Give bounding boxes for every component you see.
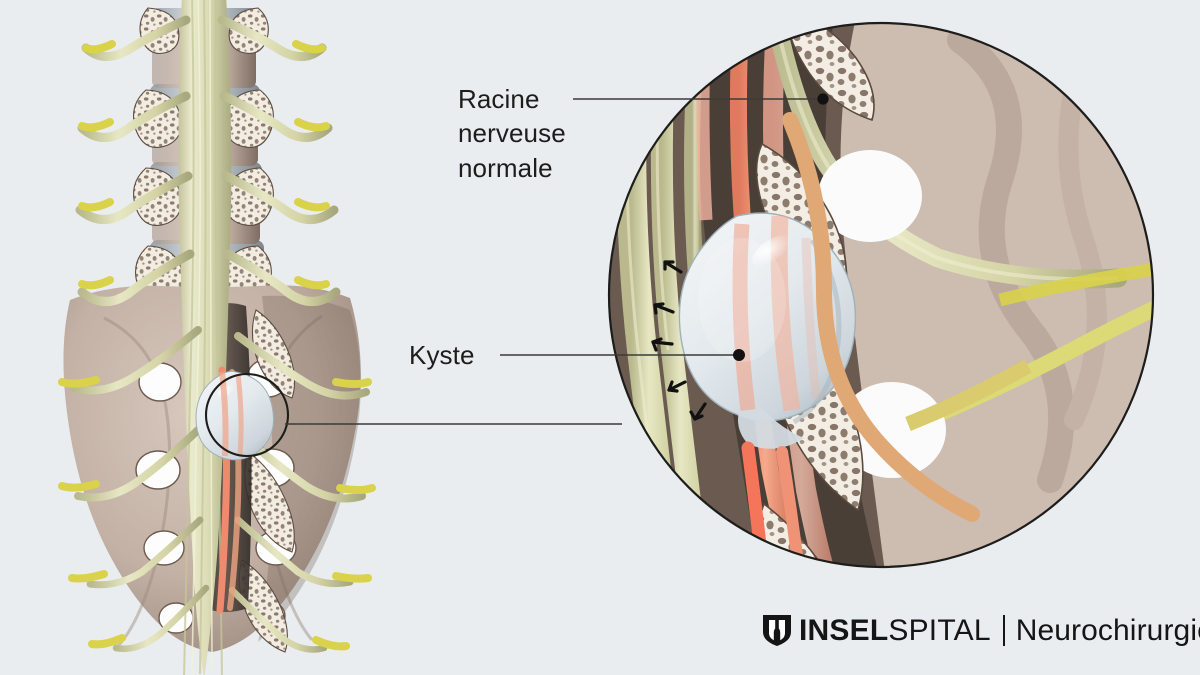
leader-dot-racine — [817, 93, 829, 105]
logo-divider — [1002, 615, 1005, 646]
nerve-root-tips — [58, 40, 376, 651]
leader-dots — [733, 93, 829, 361]
label-kyste: Kyste — [409, 340, 475, 370]
cyst-overview — [195, 370, 274, 461]
logo-brand-insel: INSEL — [799, 614, 889, 647]
shield-icon — [763, 615, 791, 646]
cyst-magnified — [678, 212, 857, 449]
overview-callout-circle — [204, 372, 290, 458]
label-racine-nerveuse-normale: Racine nerveuse normale — [458, 84, 566, 183]
inselspital-neurochirurgie-logo: INSEL SPITAL Neurochirurgie — [762, 614, 1200, 647]
nerve-roots — [70, 15, 370, 653]
spine-overview — [58, 0, 376, 675]
leader-lines — [285, 98, 823, 425]
cauda-equina — [178, 0, 232, 675]
magnifier-border — [607, 21, 1155, 569]
cyst-expansion-arrows — [651, 260, 707, 421]
logo-department: Neurochirurgie — [1015, 614, 1200, 647]
logo-brand-spital: SPITAL — [888, 614, 991, 647]
leader-dot-kyste — [733, 349, 745, 361]
